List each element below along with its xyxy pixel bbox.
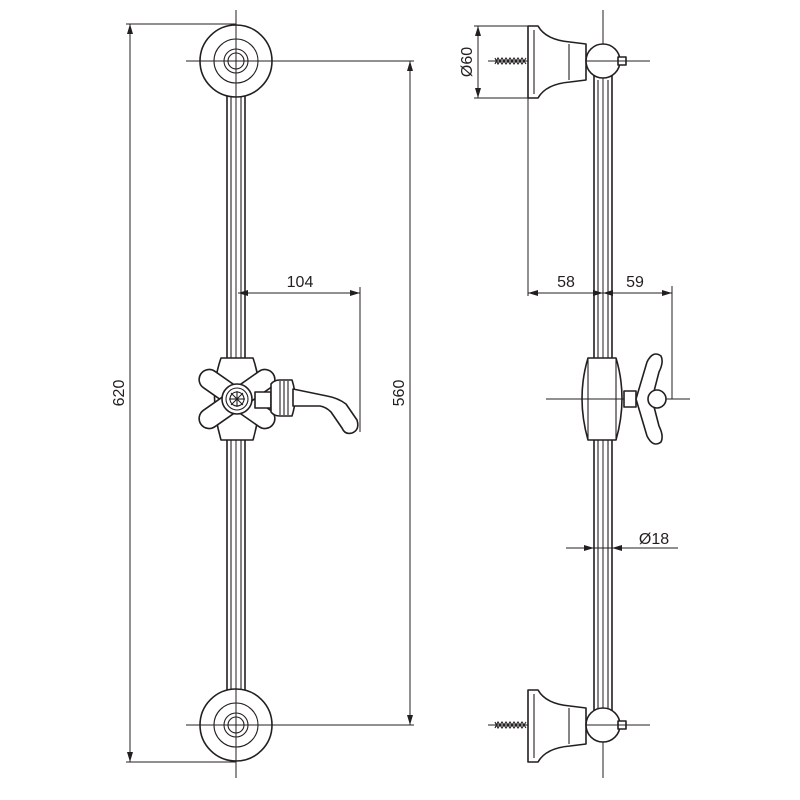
dimension-104-label: 104 xyxy=(287,274,314,291)
side-knob-handle xyxy=(623,353,667,445)
dimension-bar-diameter: Ø18 xyxy=(566,531,678,551)
dimension-flange-diameter: Ø60 xyxy=(459,25,528,99)
dimension-560-label: 560 xyxy=(391,380,408,407)
dimension-59-label: 59 xyxy=(626,274,644,291)
side-view: Ø60 58 59 Ø18 xyxy=(459,10,690,778)
side-top-bracket xyxy=(527,25,650,99)
side-top-screw xyxy=(488,56,528,66)
front-view: 104 620 560 xyxy=(111,10,414,778)
front-cross-handle xyxy=(198,368,276,430)
dimension-o18-label: Ø18 xyxy=(639,531,669,548)
dimension-o60-label: Ø60 xyxy=(459,47,476,77)
front-shower-holder xyxy=(254,379,359,435)
dimension-wall-bar-knob: 58 59 xyxy=(527,98,673,399)
side-slider-body xyxy=(546,357,690,441)
side-bottom-screw xyxy=(488,720,528,730)
dimension-620-label: 620 xyxy=(111,380,128,407)
side-bottom-bracket xyxy=(527,689,650,763)
dimension-58-label: 58 xyxy=(557,274,575,291)
dimension-mount-spacing: 560 xyxy=(286,60,414,726)
dimension-holder-reach: 104 xyxy=(238,274,361,432)
dimension-overall-height: 620 xyxy=(111,23,236,763)
